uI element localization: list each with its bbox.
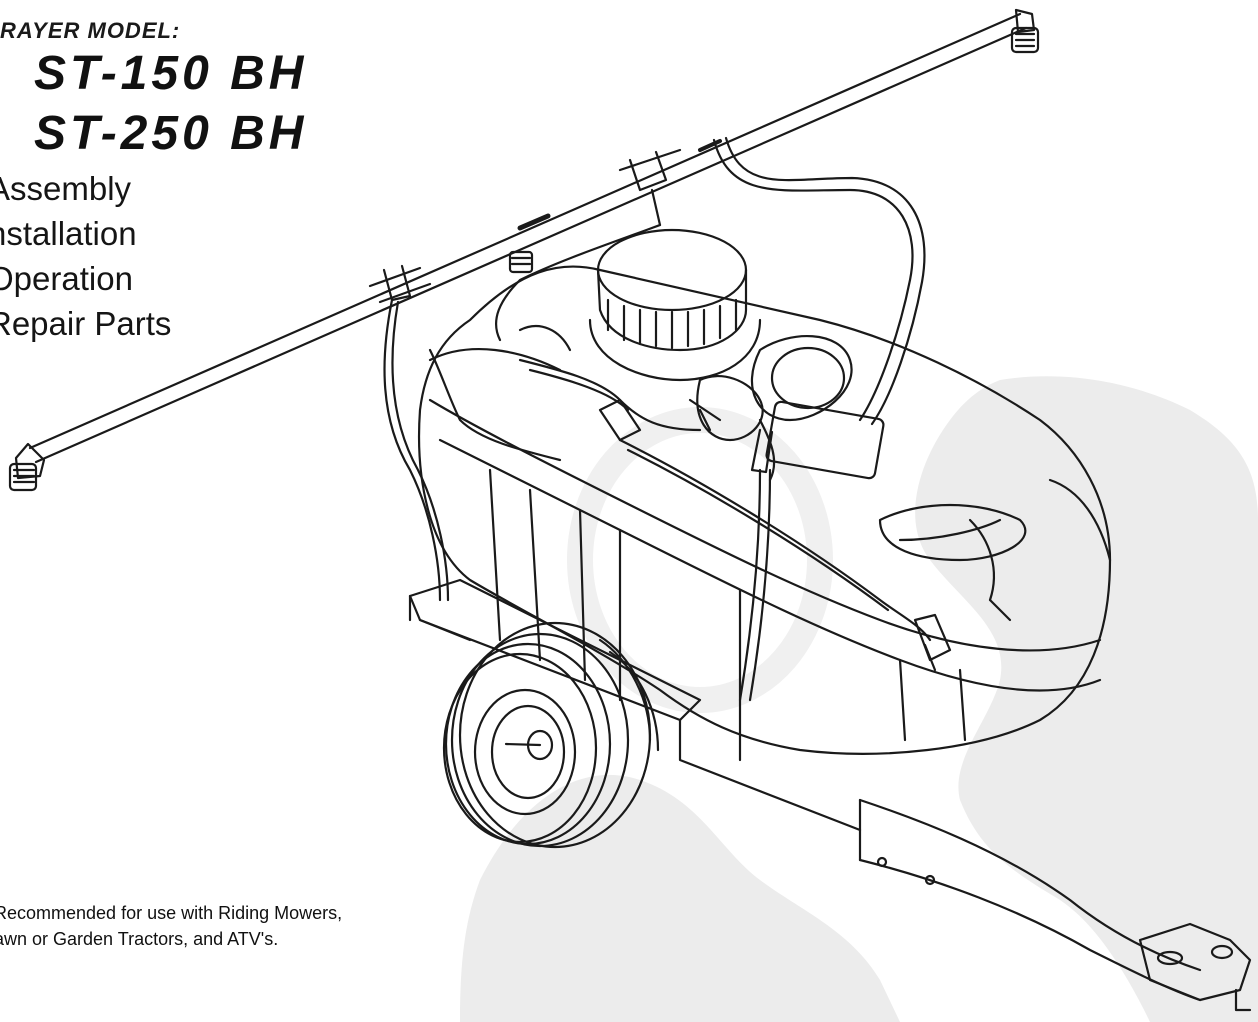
topic-installation: nstallation	[0, 215, 137, 252]
topic-assembly: Assembly	[0, 170, 132, 207]
recommendation-line-1: Recommended for use with Riding Mowers,	[0, 903, 343, 923]
hitch-tongue	[858, 798, 1252, 1012]
model-number-1: ST-150 BH	[34, 47, 308, 100]
nozzle-left-icon	[8, 442, 46, 492]
pump-motor	[688, 334, 885, 480]
recommendation-note: Recommended for use with Riding Mowers, …	[0, 900, 342, 952]
frame	[408, 578, 862, 832]
roll-bar	[712, 136, 926, 426]
wheel	[442, 621, 660, 849]
topic-repair-parts: Repair Parts	[0, 305, 172, 342]
tank-lid	[588, 228, 762, 382]
tank-body	[417, 265, 1112, 762]
nozzle-mid-icon	[508, 250, 534, 274]
manual-topics-list: Assembly nstallation Operation Repair Pa…	[0, 166, 171, 346]
boom-bracket	[368, 148, 682, 304]
recommendation-line-2: awn or Garden Tractors, and ATV's.	[0, 929, 279, 949]
top-clipped-text	[0, 0, 470, 10]
valve-icon	[913, 613, 952, 672]
sprayer-model-label: RAYER MODEL:	[0, 18, 181, 43]
topic-operation: Operation	[0, 260, 133, 297]
nozzle-right-icon	[1010, 8, 1040, 54]
model-number-2: ST-250 BH	[34, 107, 308, 160]
boom-pipe	[28, 12, 1028, 464]
